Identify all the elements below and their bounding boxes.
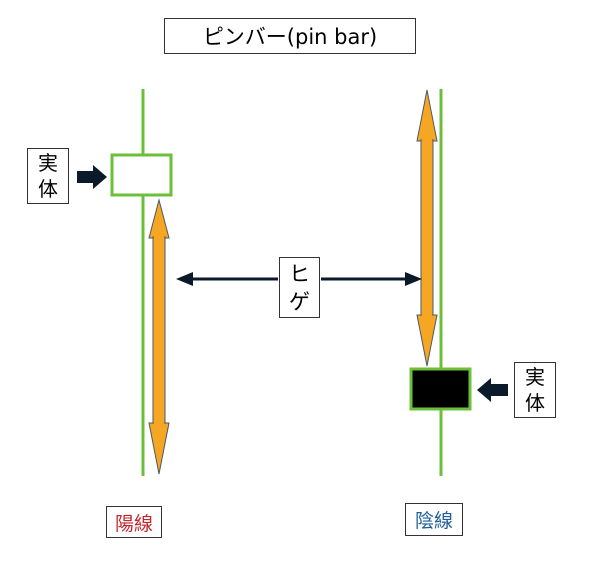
- wick-label-char-2: ゲ: [289, 289, 310, 314]
- body-label-right-char-1: 実: [525, 365, 545, 389]
- wick-label: ヒ ゲ: [279, 257, 320, 318]
- body-label-right: 実 体: [514, 362, 556, 418]
- body-pointer-left-arrow: [77, 165, 107, 189]
- body-label-right-char-2: 体: [525, 391, 545, 415]
- wick-label-char-1: ヒ: [289, 261, 310, 286]
- body-label-left-char-2: 体: [38, 177, 58, 201]
- diagram-title: ピンバー(pin bar): [164, 18, 416, 54]
- bullish-wick-arrow: [148, 198, 170, 475]
- body-pointer-right-arrow: [477, 378, 508, 402]
- body-label-left: 実 体: [27, 148, 69, 204]
- bearish-label: 陰線: [405, 503, 463, 536]
- bearish-candle-body: [409, 367, 472, 411]
- wick-pointer-left-arrow: [176, 272, 278, 286]
- bullish-label: 陽線: [106, 506, 162, 538]
- wick-pointer-right-arrow: [321, 272, 422, 286]
- bearish-wick-arrow: [416, 89, 438, 367]
- bullish-candle-body: [110, 153, 173, 197]
- body-label-left-char-1: 実: [38, 151, 58, 175]
